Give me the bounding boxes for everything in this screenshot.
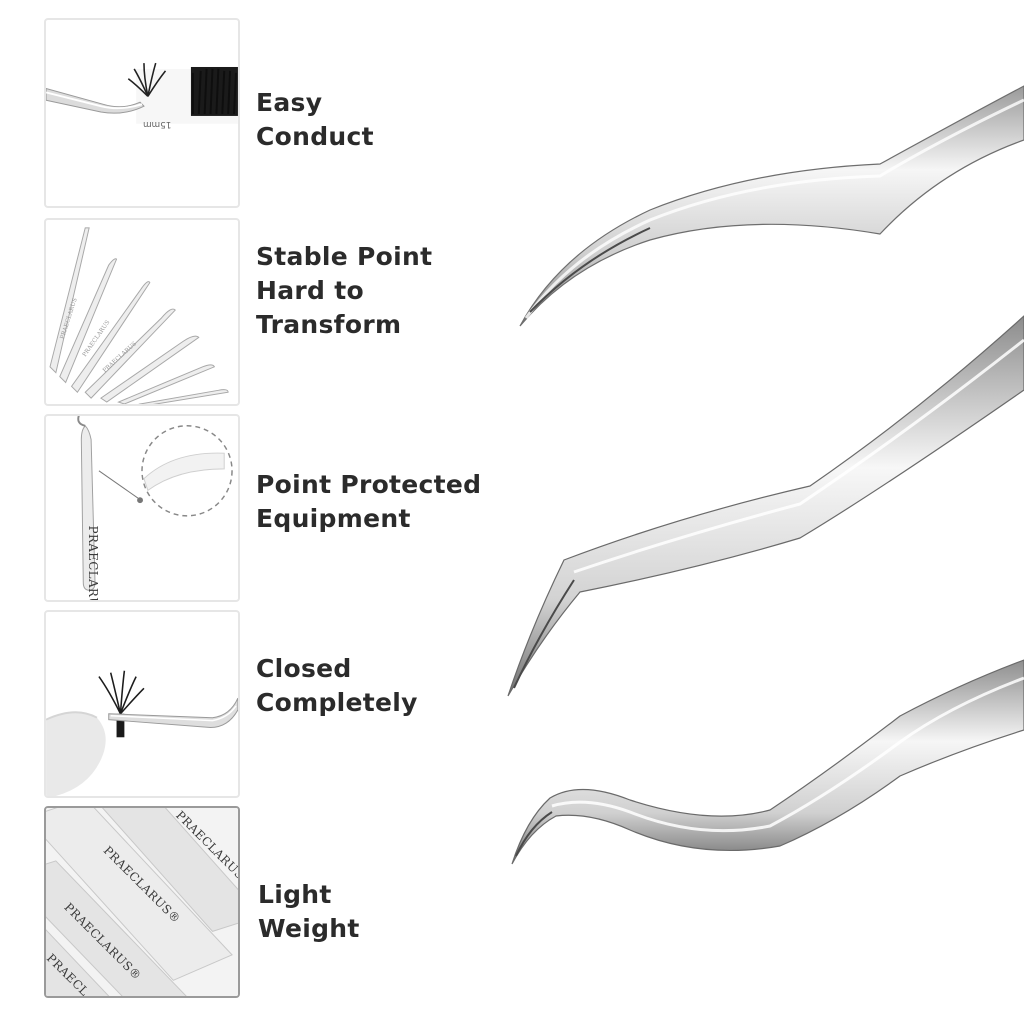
curved-tweezer-icon	[519, 85, 1024, 327]
thumb-easy-conduct: 15mm	[44, 18, 240, 208]
feature-closed-completely: Closed Completely	[256, 652, 418, 720]
thumb-stable-point: PRAECLARUS PRAECLARUS PRAECLARUS	[44, 218, 240, 406]
lash-tray-label: 15mm	[143, 119, 171, 129]
hooked-tweezer-icon	[511, 659, 1024, 865]
hooked-tweezer-tip-image	[500, 650, 1024, 880]
feature-line: Weight	[258, 914, 360, 943]
eyelash-tweezer-icon: 15mm	[46, 62, 238, 129]
thumb-point-protected: PRAECLARUS	[44, 414, 240, 602]
closed-tips-icon	[46, 670, 238, 796]
curved-tweezer-tip-image	[500, 80, 1024, 340]
feature-line: Equipment	[256, 504, 411, 533]
feature-easy-conduct: Easy Conduct	[256, 86, 374, 154]
thumb-closed-completely	[44, 610, 240, 798]
feature-line: Transform	[256, 310, 402, 339]
feature-line: Closed	[256, 654, 352, 683]
feature-line: Light	[258, 880, 332, 909]
angled-tweezer-tip-image	[500, 310, 1024, 710]
feature-line: Stable Point	[256, 242, 433, 271]
point-cover-icon: PRAECLARUS	[77, 416, 233, 600]
feature-stable-point: Stable Point Hard to Transform	[256, 240, 432, 342]
feature-point-protected: Point Protected Equipment	[256, 468, 481, 536]
feature-line: Conduct	[256, 122, 374, 151]
engraved-handles-icon: PRAECLARUS® PRAECLARUS® PRAECLARUS® PRAE…	[46, 808, 238, 996]
svg-text:PRAECLARUS: PRAECLARUS	[86, 526, 100, 600]
feature-line: Completely	[256, 688, 418, 717]
angled-tweezer-icon	[507, 315, 1024, 697]
feature-line: Point Protected	[256, 470, 482, 499]
feature-line: Hard to	[256, 276, 364, 305]
tweezer-set-icon: PRAECLARUS PRAECLARUS PRAECLARUS	[49, 227, 229, 404]
thumb-light-weight: PRAECLARUS® PRAECLARUS® PRAECLARUS® PRAE…	[44, 806, 240, 998]
feature-light-weight: Light Weight	[258, 878, 360, 946]
feature-line: Easy	[256, 88, 323, 117]
